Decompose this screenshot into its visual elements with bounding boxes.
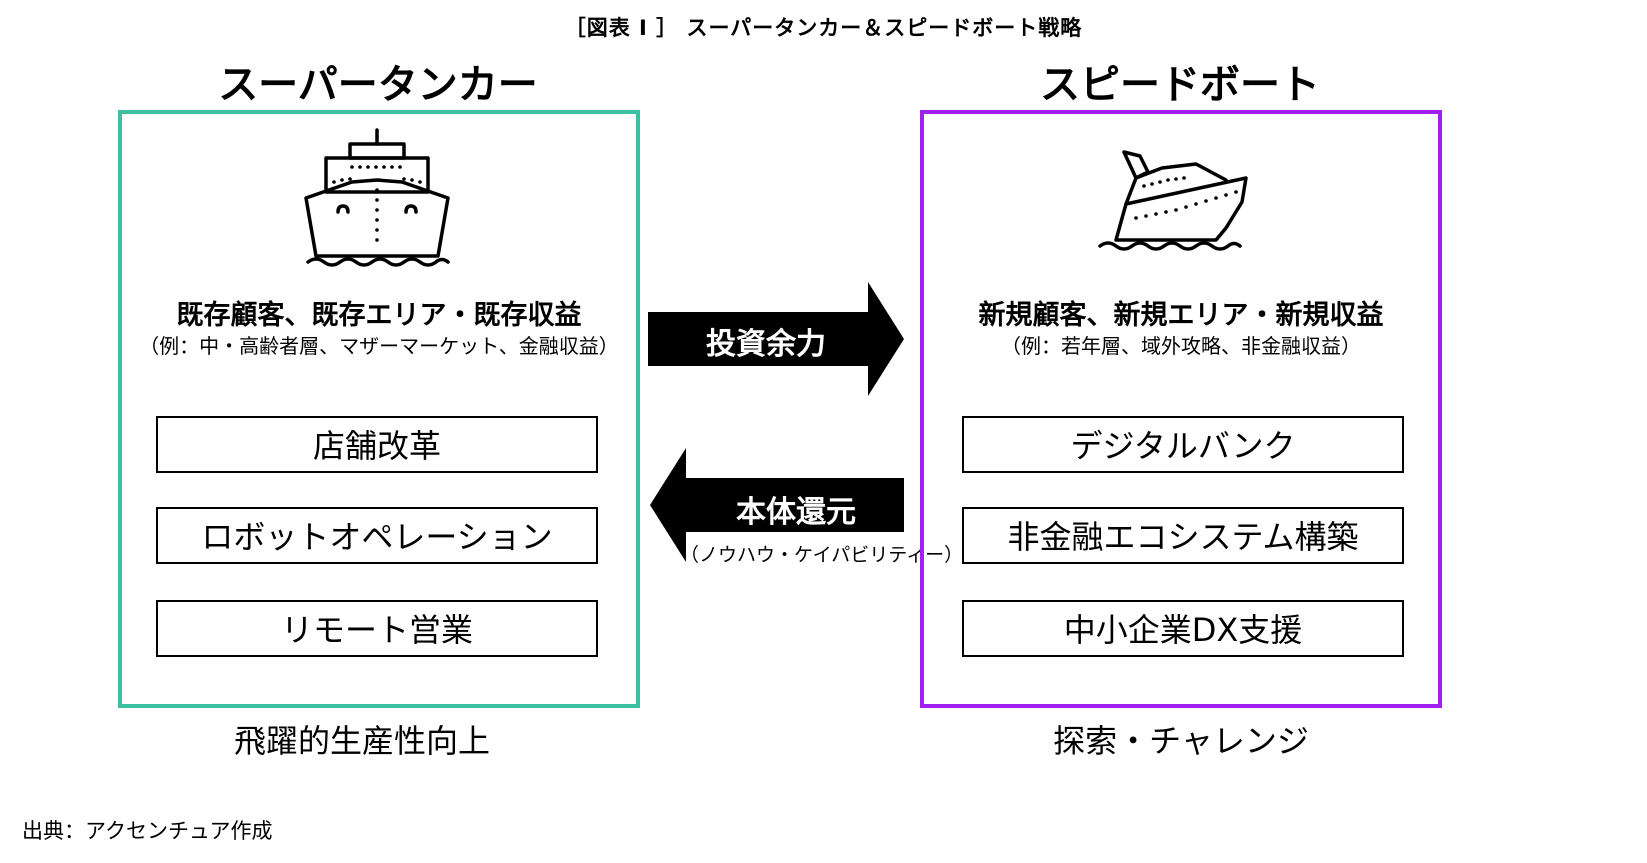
ship-icon [304, 128, 450, 267]
right-segment-title: 新規顧客、新規エリア・新規収益 [978, 300, 1384, 331]
figure-title: ［図表 I ］ スーパータンカー＆スピードボート戦略 [564, 16, 1083, 40]
right-item-non-financial-ecosystem: 非金融エコシステム構築 [962, 507, 1404, 564]
left-panel [118, 110, 640, 708]
speedboat-icon [1098, 150, 1248, 251]
left-segment-title: 既存顧客、既存エリア・既存収益 [176, 300, 582, 331]
right-item-sme-dx-support: 中小企業DX支援 [962, 600, 1404, 657]
left-item-remote-sales: リモート営業 [156, 600, 598, 657]
forward-arrow-label: 投資余力 [706, 327, 826, 362]
left-item-store-reform: 店舗改革 [156, 416, 598, 473]
back-arrow-sub: （ノウハウ・ケイパビリティー） [680, 544, 964, 566]
right-caption: 探索・チャレンジ [1053, 722, 1309, 760]
right-item-digital-bank: デジタルバンク [962, 416, 1404, 473]
left-caption: 飛躍的生産性向上 [233, 722, 490, 760]
left-item-robot-operation: ロボットオペレーション [156, 507, 598, 564]
back-arrow [650, 448, 904, 562]
forward-arrow [648, 282, 904, 396]
back-arrow-label: 本体還元 [736, 495, 856, 530]
right-panel [920, 110, 1442, 708]
left-heading: スーパータンカー [218, 62, 538, 108]
right-heading: スピードボート [1040, 62, 1320, 108]
source-note: 出典：アクセンチュア作成 [22, 819, 273, 843]
left-segment-example: （例：中・高齢者層、マザーマーケット、金融収益） [139, 334, 619, 358]
right-segment-example: （例：若年層、域外攻略、非金融収益） [1001, 334, 1361, 358]
